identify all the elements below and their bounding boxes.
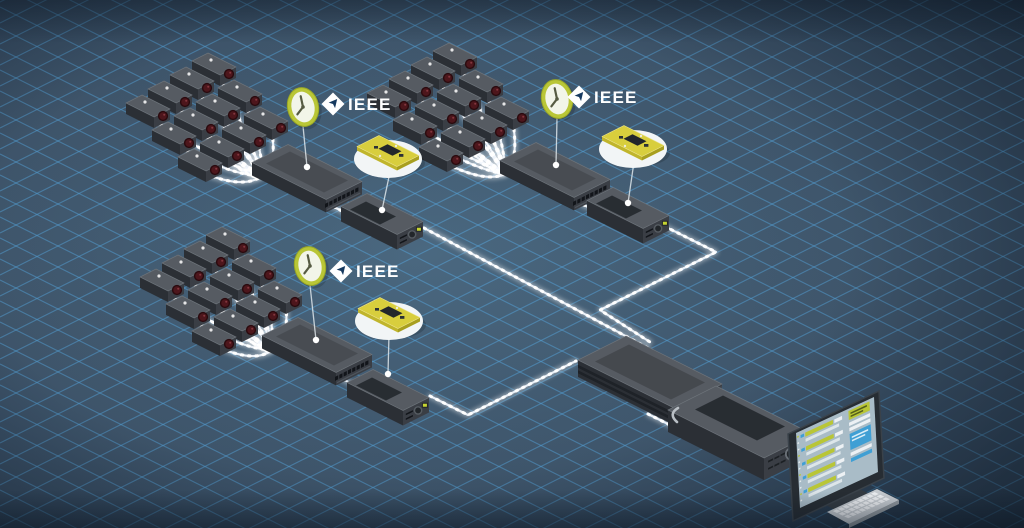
frame-edge-shade: [0, 0, 1024, 528]
network-diagram-stage: IEEE IEEE IEEE: [0, 0, 1024, 528]
network-topology-illustration: IEEE IEEE IEEE: [0, 0, 1024, 528]
